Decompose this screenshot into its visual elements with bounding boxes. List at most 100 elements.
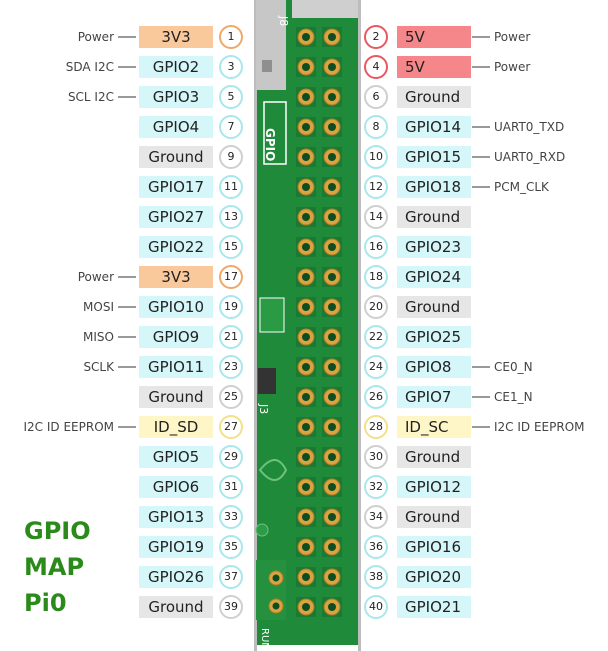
pin-number-19: 19 (219, 295, 243, 319)
pin-number-35: 35 (219, 535, 243, 559)
pin-function-28: I2C ID EEPROM (494, 420, 585, 434)
pad-hole-23 (302, 363, 310, 371)
gpio-silkscreen-box (263, 101, 287, 165)
pin-number-12: 12 (364, 175, 388, 199)
pin-connector-5 (118, 96, 136, 98)
pad-hole-18 (328, 273, 336, 281)
pin-number-14: 14 (364, 205, 388, 229)
pin-function-1: Power (77, 30, 114, 44)
pin-number-21: 21 (219, 325, 243, 349)
pad-hole-40 (328, 603, 336, 611)
pin-function-26: CE1_N (494, 390, 533, 404)
pad-hole-21 (302, 333, 310, 341)
pin-number-15: 15 (219, 235, 243, 259)
pad-hole-5 (302, 93, 310, 101)
pin-label-23: GPIO11 (139, 356, 213, 378)
pin-number-7: 7 (219, 115, 243, 139)
label-run: RUN (259, 628, 270, 650)
pin-function-10: UART0_RXD (494, 150, 566, 164)
pad-hole-6 (328, 93, 336, 101)
pad-hole-26 (328, 393, 336, 401)
pad-hole-25 (302, 393, 310, 401)
pin-connector-21 (118, 336, 136, 338)
pin-function-23: SCLK (83, 360, 114, 374)
pad-hole-19 (302, 303, 310, 311)
pin-label-13: GPIO27 (139, 206, 213, 228)
pad-hole-11 (302, 183, 310, 191)
pad-hole-12 (328, 183, 336, 191)
pad-hole-37 (302, 573, 310, 581)
pad-hole-22 (328, 333, 336, 341)
pin-connector-1 (118, 36, 136, 38)
pin-number-25: 25 (219, 385, 243, 409)
pin-connector-4 (472, 66, 490, 68)
pin-number-36: 36 (364, 535, 388, 559)
pin-number-29: 29 (219, 445, 243, 469)
pin-label-16: GPIO23 (397, 236, 471, 258)
pin-number-37: 37 (219, 565, 243, 589)
pin-label-17: 3V3 (139, 266, 213, 288)
pin-connector-3 (118, 66, 136, 68)
pad-hole-7 (302, 123, 310, 131)
pad-hole-14 (328, 213, 336, 221)
pad-hole-39 (302, 603, 310, 611)
pin-label-37: GPIO26 (139, 566, 213, 588)
pin-number-18: 18 (364, 265, 388, 289)
pin-connector-8 (472, 126, 490, 128)
pin-label-10: GPIO15 (397, 146, 471, 168)
pin-number-24: 24 (364, 355, 388, 379)
run-pad-hole-2 (272, 602, 280, 610)
pin-number-40: 40 (364, 595, 388, 619)
pin-number-32: 32 (364, 475, 388, 499)
pin-connector-17 (118, 276, 136, 278)
pin-function-3: SDA I2C (65, 60, 114, 74)
pin-connector-2 (472, 36, 490, 38)
pad-hole-33 (302, 513, 310, 521)
pad-hole-29 (302, 453, 310, 461)
pin-label-11: GPIO17 (139, 176, 213, 198)
pin-number-30: 30 (364, 445, 388, 469)
pin-label-26: GPIO7 (397, 386, 471, 408)
pin-label-40: GPIO21 (397, 596, 471, 618)
chip (258, 368, 276, 394)
pin-label-36: GPIO16 (397, 536, 471, 558)
pin-label-1: 3V3 (139, 26, 213, 48)
pin-label-8: GPIO14 (397, 116, 471, 138)
connector-shroud (256, 0, 286, 90)
pin-number-10: 10 (364, 145, 388, 169)
pin-number-11: 11 (219, 175, 243, 199)
pin-label-9: Ground (139, 146, 213, 168)
pin-connector-28 (472, 426, 490, 428)
pin-number-28: 28 (364, 415, 388, 439)
logo-leaf (258, 459, 288, 481)
pin-connector-26 (472, 396, 490, 398)
gpio-map-title: GPIO MAP Pi0 (24, 513, 91, 621)
pad-hole-35 (302, 543, 310, 551)
pad-hole-8 (328, 123, 336, 131)
pad-hole-28 (328, 423, 336, 431)
pad-hole-32 (328, 483, 336, 491)
pin-label-5: GPIO3 (139, 86, 213, 108)
pin-number-5: 5 (219, 85, 243, 109)
board-edge-left (254, 0, 257, 651)
pad-hole-4 (328, 63, 336, 71)
title-line-gpio: GPIO (24, 517, 91, 545)
pin-number-3: 3 (219, 55, 243, 79)
pin-label-6: Ground (397, 86, 471, 108)
pin-number-38: 38 (364, 565, 388, 589)
pin-connector-24 (472, 366, 490, 368)
pin-number-6: 6 (364, 85, 388, 109)
pin-label-39: Ground (139, 596, 213, 618)
pin-number-16: 16 (364, 235, 388, 259)
pin-function-8: UART0_TXD (494, 120, 565, 134)
pin-number-8: 8 (364, 115, 388, 139)
pin-function-27: I2C ID EEPROM (23, 420, 115, 434)
pin-label-18: GPIO24 (397, 266, 471, 288)
pin-label-27: ID_SD (139, 416, 213, 438)
pad-hole-13 (302, 213, 310, 221)
pin-number-2: 2 (364, 25, 388, 49)
pin-number-4: 4 (364, 55, 388, 79)
pin-label-28: ID_SC (397, 416, 471, 438)
pad-hole-36 (328, 543, 336, 551)
pin-label-34: Ground (397, 506, 471, 528)
